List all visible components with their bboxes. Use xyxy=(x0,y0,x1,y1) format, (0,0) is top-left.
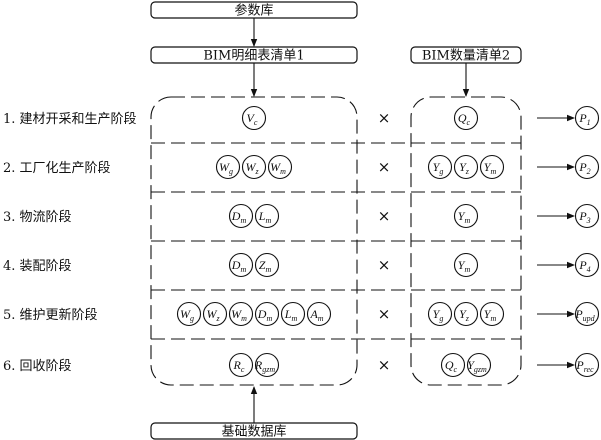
input-var-symbol: Dm xyxy=(231,258,247,274)
quantity-var-circle xyxy=(479,301,505,327)
quantity-var-circle xyxy=(453,203,479,229)
stage-label: 1. 建材开采和生产阶段 xyxy=(3,112,137,127)
input-var-symbol: Rc xyxy=(233,358,245,374)
output-var-symbol: P1 xyxy=(578,111,590,127)
quantity-var-symbol: Yz xyxy=(459,307,470,323)
input-var-symbol: Wz xyxy=(206,307,220,323)
quantity-var-circle xyxy=(453,252,479,278)
output-var-circle xyxy=(574,352,600,378)
quantity-var-circle xyxy=(453,154,479,180)
input-var-circle xyxy=(202,301,228,327)
input-var-circle xyxy=(254,252,280,278)
quantity-var-symbol: Yz xyxy=(459,160,470,176)
multiply-sign: × xyxy=(378,207,391,225)
input-var-symbol: Wg xyxy=(219,160,233,176)
input-var-circle xyxy=(228,301,254,327)
output-var-circle xyxy=(574,154,600,180)
input-var-symbol: Wz xyxy=(245,160,259,176)
bim-list2-label: BIM数量清单2 xyxy=(422,49,510,64)
input-var-circle xyxy=(228,203,254,229)
base-db-box xyxy=(150,422,358,440)
quantity-var-circle xyxy=(453,301,479,327)
stage-label: 2. 工厂化生产阶段 xyxy=(3,161,111,176)
input-var-symbol: Lm xyxy=(258,209,272,225)
quantity-var-circle xyxy=(440,352,466,378)
quantity-var-symbol: Ym xyxy=(484,307,497,323)
input-var-circle xyxy=(215,154,241,180)
input-var-symbol: Wm xyxy=(270,160,286,176)
quantity-var-circle xyxy=(427,154,453,180)
output-var-symbol: Pupd xyxy=(574,307,595,323)
parameter-db-label: 参数库 xyxy=(234,3,273,19)
quantity-var-circle xyxy=(427,301,453,327)
input-var-symbol: Lm xyxy=(284,307,298,323)
input-var-symbol: Wg xyxy=(180,307,194,323)
quantity-var-circle xyxy=(479,154,505,180)
input-var-symbol: Am xyxy=(309,307,323,323)
output-var-symbol: P4 xyxy=(578,258,590,274)
multiply-sign: × xyxy=(378,158,391,176)
output-var-circle xyxy=(574,301,600,327)
quantity-var-symbol: Ym xyxy=(458,209,471,225)
quantity-var-symbol: Qc xyxy=(458,111,471,127)
input-var-symbol: Dm xyxy=(257,307,273,323)
quantity-var-symbol: Ygzm xyxy=(467,358,487,374)
input-var-circle xyxy=(254,203,280,229)
input-var-circle xyxy=(254,352,280,378)
input-var-symbol: Dm xyxy=(231,209,247,225)
quantity-var-circle xyxy=(466,352,492,378)
base-db-label: 基础数据库 xyxy=(221,424,286,440)
bim-list1-label: BIM明细表清单1 xyxy=(203,49,304,64)
input-var-circle xyxy=(228,352,254,378)
input-var-circle xyxy=(280,301,306,327)
stage-label: 6. 回收阶段 xyxy=(3,359,72,374)
quantity-var-symbol: Ym xyxy=(484,160,497,176)
multiply-sign: × xyxy=(378,256,391,274)
output-var-circle xyxy=(574,252,600,278)
multiply-sign: × xyxy=(378,356,391,374)
output-var-circle xyxy=(574,203,600,229)
input-var-circle xyxy=(254,301,280,327)
output-var-symbol: P2 xyxy=(578,160,590,176)
output-var-symbol: Prec xyxy=(575,358,594,374)
input-var-symbol: Wm xyxy=(231,307,247,323)
quantity-var-symbol: Yg xyxy=(433,160,444,176)
stage-label: 5. 维护更新阶段 xyxy=(3,307,98,323)
input-var-symbol: Rgzm xyxy=(254,358,275,374)
input-var-circle xyxy=(228,252,254,278)
input-var-symbol: Vc xyxy=(247,111,258,127)
multiply-sign: × xyxy=(378,305,391,323)
quantity-var-symbol: Qc xyxy=(445,358,458,374)
output-var-symbol: P3 xyxy=(578,209,590,225)
quantity-var-circle xyxy=(453,105,479,131)
input-var-circle xyxy=(267,154,293,180)
quantity-var-symbol: Ym xyxy=(458,258,471,274)
input-var-circle xyxy=(306,301,332,327)
quantity-var-symbol: Yg xyxy=(433,307,444,323)
output-var-circle xyxy=(574,105,600,131)
multiply-sign: × xyxy=(378,109,391,127)
input-var-circle xyxy=(241,154,267,180)
stage-label: 4. 装配阶段 xyxy=(3,259,72,274)
input-var-circle xyxy=(176,301,202,327)
input-var-circle xyxy=(241,105,267,131)
input-var-symbol: Zm xyxy=(259,258,272,274)
stage-label: 3. 物流阶段 xyxy=(3,210,72,225)
